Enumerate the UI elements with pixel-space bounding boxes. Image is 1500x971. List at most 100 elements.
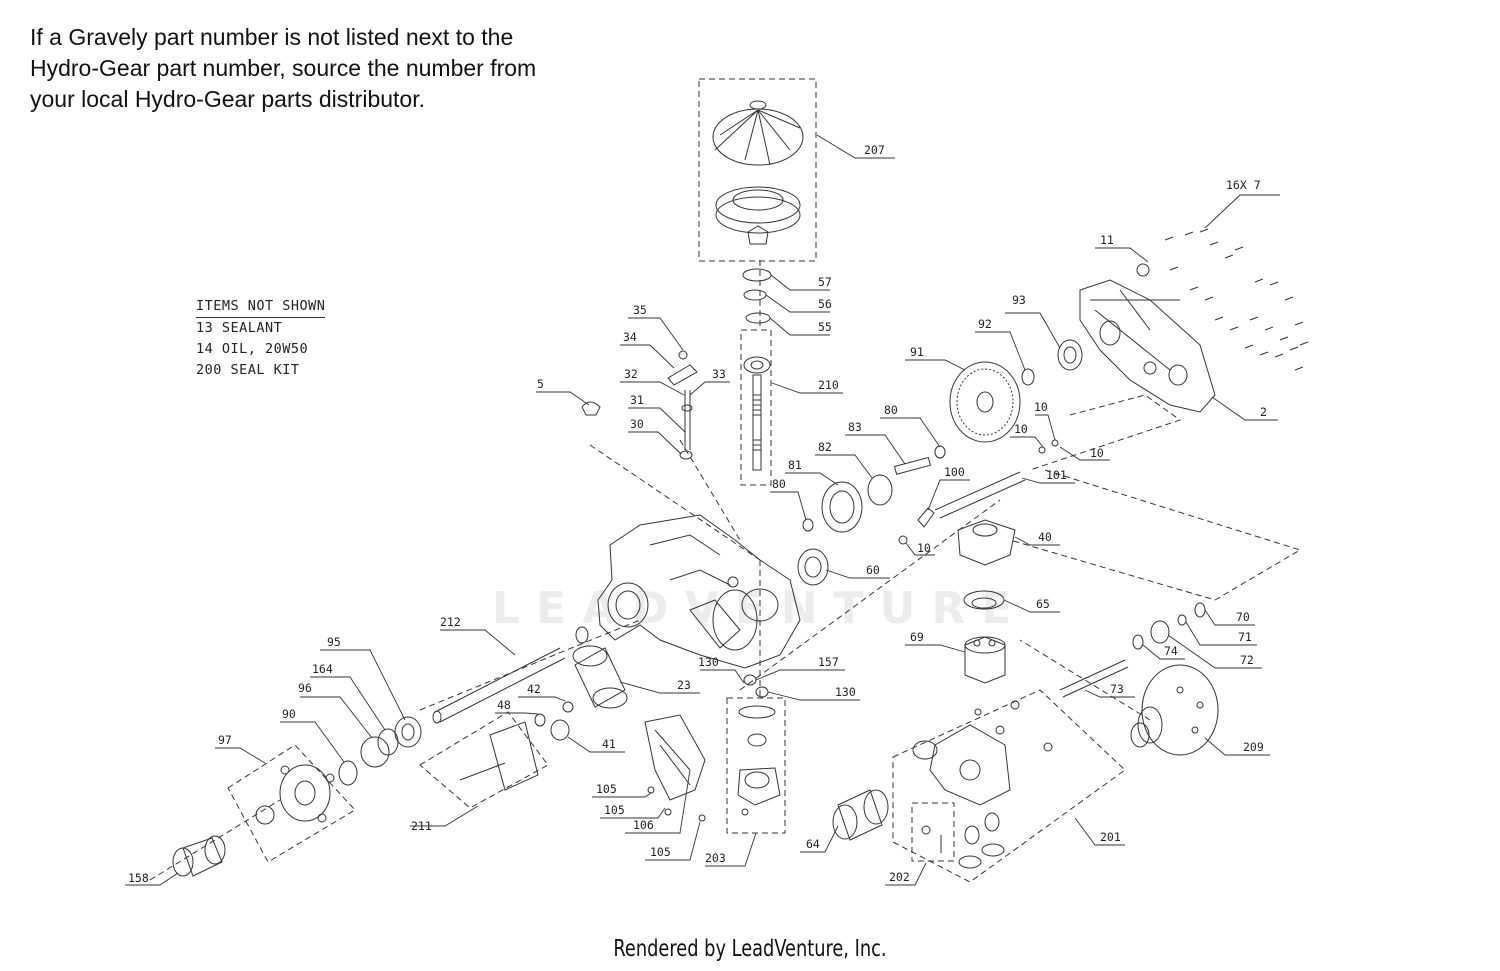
callout-label: 10: [917, 541, 931, 555]
callout-label: 32: [624, 367, 638, 381]
callout-label: 73: [1110, 682, 1124, 696]
callout-label: 105: [650, 845, 671, 859]
part-81-gear: [821, 481, 863, 533]
part-97-wheel-hub: [255, 764, 335, 825]
callout-label: 56: [818, 297, 832, 311]
bracket-group-box: [419, 711, 549, 809]
callout-label: 57: [818, 275, 832, 289]
part-157-fitting: [743, 674, 757, 686]
guide-line: [149, 799, 281, 881]
part-41-seal: [550, 719, 570, 741]
callout-label: 100: [944, 465, 965, 479]
part-10-pin: [898, 535, 908, 545]
callout-label: 105: [596, 782, 617, 796]
part-40-block: [957, 519, 1016, 566]
hub-group-box: [227, 744, 356, 863]
part-164-ring: [377, 728, 399, 756]
callout-label: 31: [630, 393, 644, 407]
guide-line: [739, 499, 1001, 691]
part-106-mount-bracket: [644, 714, 706, 801]
part-105-screw: [698, 814, 706, 822]
part-210-input-shaft: [743, 356, 771, 471]
callout-label: 55: [818, 320, 832, 334]
callout-label: 81: [788, 458, 802, 472]
part-203-charge-pump: [737, 705, 781, 816]
callout-label: 211: [411, 819, 432, 833]
watermark-logo: LEADVENTURE: [492, 583, 1028, 634]
callout-label: 5: [537, 377, 544, 391]
callout-label: 201: [1100, 830, 1121, 844]
bolt-set: [1164, 228, 1309, 371]
part-64-cylinder-block: [832, 789, 889, 841]
callout-label: 209: [1243, 740, 1264, 754]
housing-guide: [1009, 469, 1302, 601]
part-211-bracket: [489, 721, 539, 791]
part-91-gear: [949, 361, 1021, 443]
callout-label: 71: [1238, 630, 1252, 644]
part-70-ring: [1194, 602, 1206, 618]
part-80-washer: [934, 445, 946, 459]
items-not-shown-title: ITEMS NOT SHOWN: [196, 296, 326, 318]
part-83-shaft: [893, 456, 932, 475]
callout-label: 16X 7: [1226, 178, 1261, 192]
callout-label: 95: [327, 635, 341, 649]
not-shown-item: 13 SEALANT: [196, 320, 283, 336]
callout-label: 157: [818, 655, 839, 669]
part-105-screw: [647, 786, 655, 794]
callout-label: 80: [772, 477, 786, 491]
callout-label: 2: [1260, 405, 1267, 419]
callout-label: 33: [712, 367, 726, 381]
part-10-pin: [1038, 446, 1046, 454]
callout-label: 40: [1038, 530, 1052, 544]
items-not-shown-box: ITEMS NOT SHOWN 13 SEALANT 14 OIL, 20W50…: [196, 296, 326, 381]
callout-label: 130: [835, 685, 856, 699]
part-5-plug: [581, 401, 601, 416]
part-11-bolt: [1136, 263, 1150, 277]
callout-label: 96: [298, 681, 312, 695]
part-100-pin: [917, 507, 935, 528]
callout-label: 10: [1090, 446, 1104, 460]
fan-pulley-group-box: [698, 78, 817, 262]
part-209-axle-hub: [1130, 664, 1219, 756]
callout-label: 105: [604, 803, 625, 817]
check-valve-group-box: [911, 802, 955, 862]
part-48-washer: [534, 713, 546, 727]
callout-label: 72: [1240, 653, 1254, 667]
callout-label: 65: [1036, 597, 1050, 611]
input-shaft-group-box: [740, 329, 772, 486]
callout-label: 93: [1012, 293, 1026, 307]
callout-label: 207: [864, 143, 885, 157]
part-65-seal: [963, 590, 1005, 610]
callout-label: 83: [848, 420, 862, 434]
note-line: If a Gravely part number is not listed n…: [30, 24, 514, 50]
callout-label: 42: [527, 682, 541, 696]
note-line: your local Hydro-Gear parts distributor.: [30, 86, 425, 112]
part-74-washer: [1132, 634, 1144, 650]
center-section-group-box: [892, 689, 1126, 883]
part-90-clip: [338, 760, 358, 786]
callout-label: 41: [602, 737, 616, 751]
callout-label: 70: [1236, 610, 1250, 624]
callout-label: 82: [818, 440, 832, 454]
part-92-washer: [1021, 368, 1035, 386]
part-56-washer: [743, 289, 767, 301]
part-10-pin: [1051, 439, 1059, 447]
group-boxes: [149, 78, 1302, 883]
part-130-fitting: [755, 686, 769, 698]
note-line: Hydro-Gear part number, source the numbe…: [30, 55, 537, 81]
rendered-by-footer: Rendered by LeadVenture, Inc.: [613, 936, 887, 962]
part-60-bearing: [797, 548, 829, 586]
part-101-shaft: [934, 471, 1026, 519]
callout-label: 203: [705, 851, 726, 865]
callout-labels: 207 16X 7 11 57 56 55 35 34 32 33 210 5 …: [128, 143, 1267, 885]
callout-label: 212: [440, 615, 461, 629]
guide-line: [419, 619, 641, 711]
callout-label: 130: [698, 655, 719, 669]
callout-label: 202: [889, 870, 910, 884]
part-2-side-cover: [1079, 279, 1216, 413]
part-95-bearing: [394, 716, 422, 748]
callout-label: 10: [1034, 400, 1048, 414]
part-57-ring: [742, 268, 772, 282]
callout-label: 34: [623, 330, 637, 344]
